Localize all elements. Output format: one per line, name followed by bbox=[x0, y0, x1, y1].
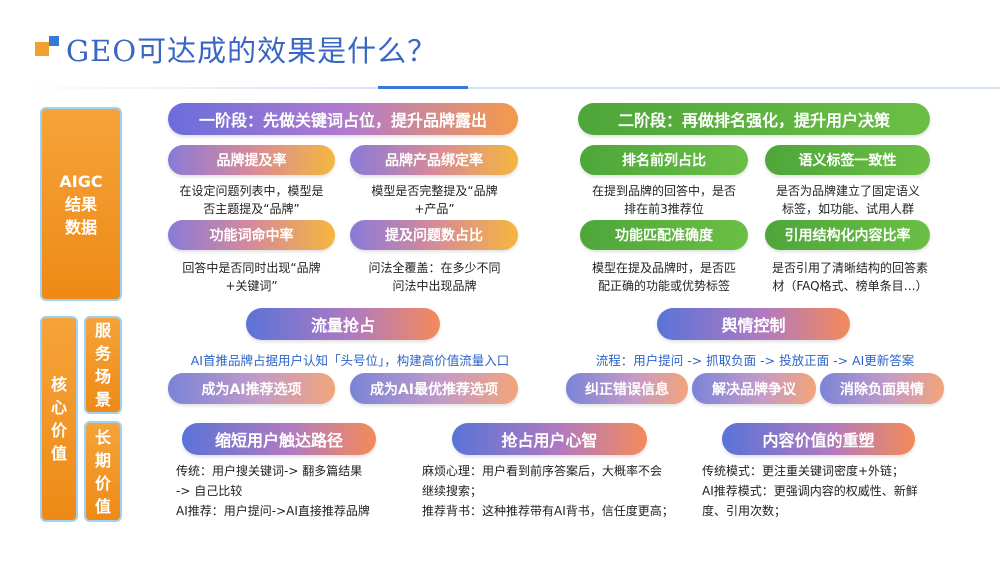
metric-brand-mention-rate: 品牌提及率 bbox=[168, 145, 335, 175]
option-ai-top-recommended: 成为AI最优推荐选项 bbox=[350, 373, 518, 404]
side-label-service-char: 景 bbox=[94, 390, 111, 409]
side-label-service-char: 务 bbox=[94, 344, 111, 363]
option-remove-negative: 消除负面舆情 bbox=[820, 373, 944, 404]
metric-structured-citation-ratio: 引用结构化内容比率 bbox=[765, 220, 930, 250]
longterm-desc-line: 推荐背书：这种推荐带有AI背书，信任度更高； bbox=[422, 504, 674, 518]
option-correct-misinfo: 纠正错误信息 bbox=[566, 373, 688, 404]
metric-desc-line: 是否为品牌建立了固定语义 bbox=[775, 184, 920, 198]
longterm-desc-line: 传统模式：更注重关键词密度+外链； bbox=[702, 464, 905, 478]
longterm-content-value: 内容价值的重塑 bbox=[722, 423, 915, 455]
metric-desc-line: 模型是否完整提及“品牌 bbox=[371, 184, 498, 198]
side-label-aigc-line: 结果 bbox=[64, 194, 97, 214]
metric-brand-product-binding-rate: 品牌产品绑定率 bbox=[350, 145, 518, 175]
side-label-aigc-line: AIGC bbox=[59, 171, 103, 191]
metric-desc: 回答中是否同时出现“品牌 +关键词” bbox=[160, 259, 343, 295]
service-traffic-text: AI首推品牌占据用户认知「头号位」，构建高价值流量入口 bbox=[190, 353, 510, 368]
metric-desc-line: +产品” bbox=[414, 202, 455, 216]
side-label-core-char: 价 bbox=[50, 421, 67, 440]
metric-desc: 在设定问题列表中，模型是 否主题提及“品牌” bbox=[160, 182, 343, 218]
title-divider-accent bbox=[378, 86, 468, 89]
longterm-desc-line: 度、引用次数； bbox=[702, 504, 787, 518]
side-label-service-scene: 服 务 场 景 bbox=[84, 316, 122, 414]
metric-desc: 模型在提及品牌时，是否匹 配正确的功能或优势标签 bbox=[570, 259, 758, 295]
metric-keyword-hit-rate: 功能词命中率 bbox=[168, 220, 335, 250]
longterm-desc: 传统：用户搜关键词-> 翻多篇结果 -> 自己比较 AI推荐：用户提问->AI直… bbox=[176, 461, 416, 521]
metric-desc-line: +关键词” bbox=[225, 279, 278, 293]
metric-desc: 在提到品牌的回答中，是否 排在前3推荐位 bbox=[570, 182, 758, 218]
longterm-desc: 麻烦心理：用户看到前序答案后，大概率不会 继续搜索； 推荐背书：这种推荐带有AI… bbox=[422, 461, 697, 521]
metric-desc-line: 排在前3推荐位 bbox=[624, 202, 704, 216]
side-label-core-char: 值 bbox=[50, 444, 67, 463]
longterm-shorten-path: 缩短用户触达路径 bbox=[182, 423, 376, 455]
side-label-core-char: 心 bbox=[50, 398, 67, 417]
metric-desc-line: 在提到品牌的回答中，是否 bbox=[591, 184, 736, 198]
longterm-mindshare: 抢占用户心智 bbox=[452, 423, 647, 455]
metric-desc: 是否为品牌建立了固定语义 标签，如功能、试用人群 bbox=[752, 182, 944, 218]
side-label-longterm-value: 长 期 价 值 bbox=[84, 421, 122, 522]
metric-desc-line: 是否引用了清晰结构的回答素 bbox=[771, 261, 928, 275]
longterm-desc: 传统模式：更注重关键词密度+外链； AI推荐模式：更强调内容的权威性、新鲜 度、… bbox=[702, 461, 942, 521]
stage1-header: 一阶段：先做关键词占位，提升品牌露出 bbox=[168, 103, 518, 135]
metric-desc-line: 材（FAQ格式、榜单条目…） bbox=[772, 279, 928, 293]
metric-question-coverage: 提及问题数占比 bbox=[350, 220, 518, 250]
service-traffic-capture: 流量抢占 bbox=[246, 308, 440, 340]
title-divider bbox=[0, 87, 1000, 89]
logo-square-orange bbox=[35, 42, 49, 56]
longterm-desc-line: 传统：用户搜关键词-> 翻多篇结果 bbox=[176, 464, 363, 478]
side-label-service-char: 服 bbox=[94, 321, 111, 340]
metric-top-rank-ratio: 排名前列占比 bbox=[580, 145, 748, 175]
metric-desc: 是否引用了清晰结构的回答素 材（FAQ格式、榜单条目…） bbox=[750, 259, 950, 295]
metric-desc-line: 配正确的功能或优势标签 bbox=[597, 279, 730, 293]
side-label-service-char: 场 bbox=[94, 367, 111, 386]
service-opinion-text: 流程：用户提问 -> 抓取负面 -> 投放正面 -> AI更新答案 bbox=[595, 353, 915, 368]
metric-feature-match-accuracy: 功能匹配准确度 bbox=[580, 220, 748, 250]
option-ai-recommended: 成为AI推荐选项 bbox=[168, 373, 335, 404]
metric-desc-line: 模型在提及品牌时，是否匹 bbox=[591, 261, 736, 275]
page-title: GEO可达成的效果是什么？ bbox=[66, 34, 438, 68]
service-opinion-control: 舆情控制 bbox=[657, 308, 850, 340]
side-label-core-char: 核 bbox=[50, 375, 67, 394]
metric-desc-line: 回答中是否同时出现“品牌 bbox=[182, 261, 321, 275]
longterm-desc-line: -> 自己比较 bbox=[176, 484, 243, 498]
option-resolve-dispute: 解决品牌争议 bbox=[692, 373, 816, 404]
side-label-aigc: AIGC 结果 数据 bbox=[40, 107, 122, 301]
longterm-desc-line: AI推荐：用户提问->AI直接推荐品牌 bbox=[176, 504, 370, 518]
longterm-desc-line: AI推荐模式：更强调内容的权威性、新鲜 bbox=[702, 484, 918, 498]
metric-desc-line: 在设定问题列表中，模型是 bbox=[179, 184, 324, 198]
metric-desc-line: 标签，如功能、试用人群 bbox=[781, 202, 914, 216]
stage2-header: 二阶段：再做排名强化，提升用户决策 bbox=[578, 103, 930, 135]
metric-desc: 问法全覆盖：在多少不同 问法中出现品牌 bbox=[343, 259, 526, 295]
logo-square-blue bbox=[49, 36, 59, 46]
side-label-core-value: 核 心 价 值 bbox=[40, 316, 78, 522]
longterm-desc-line: 麻烦心理：用户看到前序答案后，大概率不会 bbox=[422, 464, 663, 478]
side-label-longterm-char: 价 bbox=[94, 473, 111, 493]
metric-desc-line: 问法全覆盖：在多少不同 bbox=[368, 261, 501, 275]
metric-desc-line: 否主题提及“品牌” bbox=[203, 202, 300, 216]
metric-desc-line: 问法中出现品牌 bbox=[392, 279, 477, 293]
longterm-desc-line: 继续搜索； bbox=[422, 484, 483, 498]
side-label-longterm-char: 值 bbox=[94, 496, 111, 516]
side-label-longterm-char: 长 bbox=[94, 427, 111, 447]
side-label-aigc-line: 数据 bbox=[64, 217, 97, 237]
metric-semantic-tag-consistency: 语义标签一致性 bbox=[765, 145, 930, 175]
metric-desc: 模型是否完整提及“品牌 +产品” bbox=[343, 182, 526, 218]
side-label-longterm-char: 期 bbox=[94, 450, 111, 470]
